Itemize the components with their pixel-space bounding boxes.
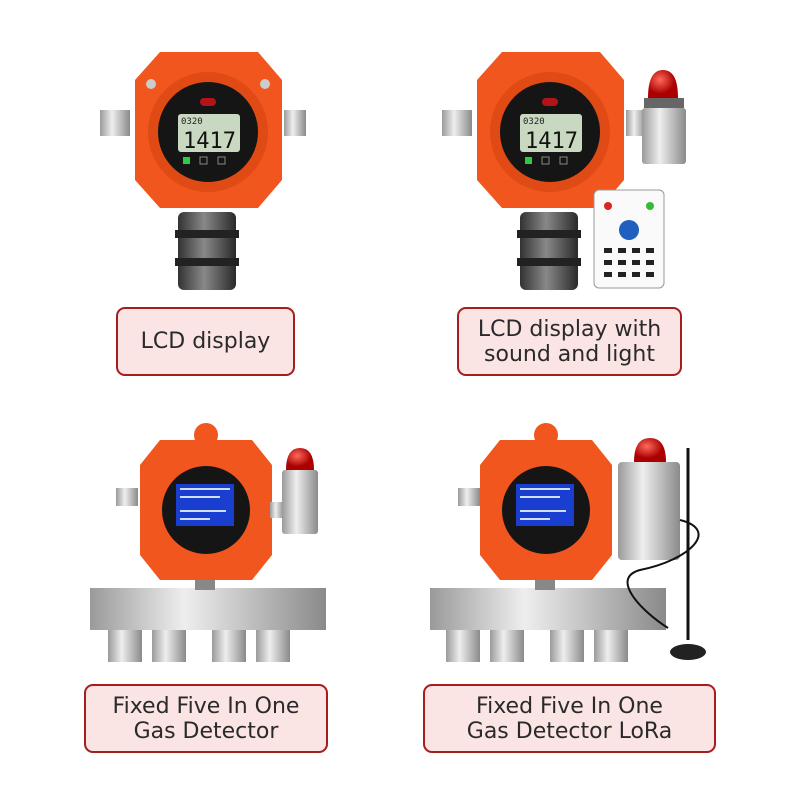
alarm-light-icon	[618, 438, 680, 560]
alarm-light-icon	[642, 70, 686, 164]
lcd-small-readout: 0320	[523, 117, 545, 127]
product-label-lcd-sound-light: LCD display with sound and light	[457, 307, 682, 376]
lcd-gas-detector: 0320 1417	[100, 52, 306, 290]
label-text: Fixed Five In One Gas Detector	[112, 693, 300, 744]
alarm-light-icon	[270, 448, 318, 534]
lcd-big-readout: 1417	[525, 129, 578, 154]
remote-control-icon	[593, 189, 665, 289]
product-label-five-in-one-lora: Fixed Five In One Gas Detector LoRa	[423, 684, 716, 753]
five-in-one-gas-detector-lora	[430, 423, 706, 662]
product-label-five-in-one: Fixed Five In One Gas Detector	[84, 684, 328, 753]
antenna-icon	[626, 448, 706, 660]
label-text: Fixed Five In One Gas Detector LoRa	[466, 693, 673, 744]
label-text: LCD display	[140, 329, 271, 354]
lcd-big-readout: 1417	[183, 129, 236, 154]
lcd-gas-detector-sound-light: 0320 1417	[442, 52, 686, 290]
five-in-one-gas-detector	[90, 423, 326, 662]
lcd-small-readout: 0320	[181, 117, 203, 127]
label-text: LCD display with sound and light	[477, 316, 662, 367]
product-label-lcd-display: LCD display	[116, 307, 295, 376]
